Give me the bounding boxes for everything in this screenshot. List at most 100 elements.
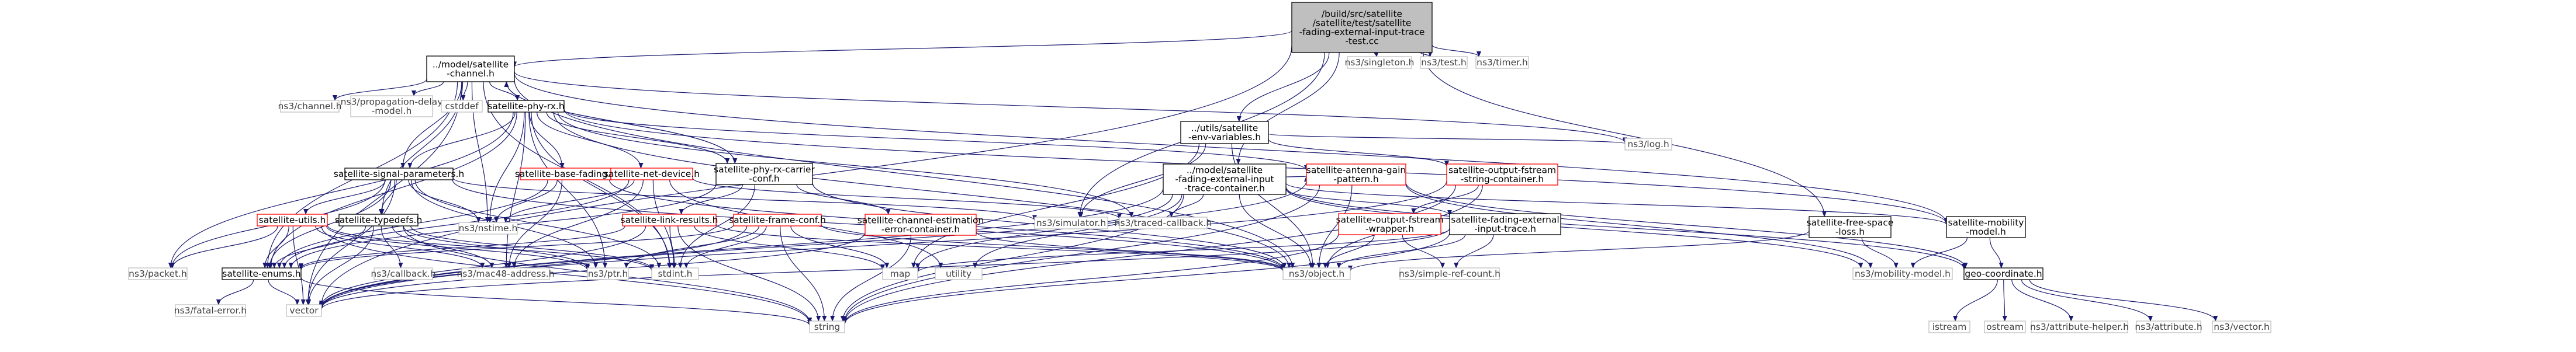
node-frameconf[interactable]: satellite-frame-conf.h (729, 214, 826, 226)
edge-channel-to-object (514, 79, 1295, 269)
node-label-mobmodel: satellite-mobility (1948, 217, 2024, 228)
node-geocoord[interactable]: geo-coordinate.h (1963, 267, 2043, 280)
node-label-fadingcont: -fading-external-input (1175, 174, 1274, 184)
edge-channel-to-ns3channel (333, 79, 427, 101)
node-log: ns3/log.h (1624, 138, 1672, 151)
node-netdevice[interactable]: satellite-net-device.h (604, 168, 700, 180)
node-box-root (1291, 2, 1433, 53)
node-label-simplerefcount: ns3/simple-ref-count.h (1399, 269, 1500, 279)
edge-fadingcont-to-map (915, 194, 1173, 270)
node-utils[interactable]: satellite-utils.h (257, 214, 328, 226)
node-antennagain[interactable]: satellite-antenna-gain-pattern.h (1306, 163, 1406, 186)
edge-fadingtrace-to-map (915, 228, 1450, 273)
edge-typedefs-to-callback (381, 225, 403, 269)
node-box-simulator (1034, 217, 1108, 229)
edge-sigparams-to-nstime (408, 179, 481, 223)
node-chanest[interactable]: satellite-channel-estimation-error-conta… (857, 214, 984, 236)
edge-fadingcont-to-geocoord (1285, 186, 1966, 270)
node-box-ostream (1984, 320, 2026, 333)
node-label-fadingcont: ../model/satellite (1187, 165, 1263, 176)
node-phyrx[interactable]: satellite-phy-rx.h (487, 100, 565, 113)
node-ofstreamcont[interactable]: satellite-output-fstream-string-containe… (1446, 163, 1558, 186)
edge-root-to-envvars (1236, 52, 1330, 122)
edge-channel-to-cstddef (461, 81, 468, 101)
node-fatalerror: ns3/fatal-error.h (174, 304, 247, 317)
node-label-phyrxcarrierconf: satellite-phy-rx-carrier (714, 164, 815, 175)
node-channel[interactable]: ../model/satellite-channel.h (426, 55, 515, 82)
node-label-chanest: -error-container.h (881, 224, 960, 235)
edge-ofstreamwrap-to-object (1323, 234, 1375, 269)
node-ofstreamwrap[interactable]: satellite-output-fstream-wrapper.h (1336, 213, 1444, 235)
node-label-phyrxcarrierconf: -conf.h (749, 173, 780, 184)
node-box-nstime (458, 222, 518, 235)
node-fadingtrace[interactable]: satellite-fading-external-input-trace.h (1449, 213, 1561, 235)
node-label-phyrx: satellite-phy-rx.h (487, 101, 564, 111)
edge-linkresults-to-string (677, 225, 821, 322)
edge-sigparams-to-simulator (452, 177, 1037, 221)
node-propdelay: ns3/propagation-delay-model.h (341, 95, 442, 117)
edge-envvars-to-ofstreamcont (1268, 139, 1449, 167)
edge-typedefs-to-stdint (410, 225, 654, 270)
node-label-channel: -channel.h (447, 68, 495, 79)
edge-channel-to-sigparams (400, 81, 462, 169)
edge-phyrxcarrierconf-to-linkresults (679, 184, 744, 215)
node-basefading[interactable]: satellite-base-fading.h (515, 168, 616, 180)
node-box-fadingcont (1163, 163, 1287, 195)
nodes-layer: /build/src/satellite/satellite/test/sate… (128, 2, 2271, 333)
node-phyrxcarrierconf[interactable]: satellite-phy-rx-carrier-conf.h (714, 163, 815, 185)
node-label-vector: vector (289, 305, 319, 316)
node-sigparams[interactable]: satellite-signal-parameters.h (334, 168, 464, 180)
node-freespace[interactable]: satellite-free-space-loss.h (1807, 216, 1894, 238)
edge-antennagain-to-string (842, 184, 1320, 323)
node-mobmodel[interactable]: satellite-mobility-model.h (1946, 216, 2026, 238)
node-box-propdelay (350, 95, 433, 117)
edge-utils-to-mac48 (315, 225, 485, 269)
edge-mobmodel-to-ns3mobility (1910, 237, 1968, 269)
edge-fadingcont-to-utility (973, 194, 1182, 269)
edge-root-to-freespace (1423, 52, 1827, 217)
node-attribute: ns3/attribute.h (2135, 320, 2202, 333)
node-box-callback (374, 267, 433, 280)
node-label-utils: satellite-utils.h (259, 215, 326, 225)
edge-root-to-timer (1432, 44, 1481, 57)
node-label-root: -fading-external-input-trace (1299, 27, 1425, 37)
edge-sigparams-to-vector (305, 179, 396, 305)
node-label-enums: satellite-enums.h (222, 269, 300, 279)
edge-phyrx-to-stdint (531, 111, 673, 269)
node-label-nstime: ns3/nstime.h (459, 223, 518, 233)
node-box-ns3channel (280, 100, 340, 113)
node-linkresults[interactable]: satellite-link-results.h (621, 214, 718, 226)
node-label-netdevice: satellite-net-device.h (604, 169, 700, 179)
edge-typedefs-to-vector (306, 225, 374, 305)
node-box-fadingtrace (1449, 213, 1561, 235)
edge-phyrx-to-phyrxcarrierconf (546, 111, 730, 164)
node-box-channel (426, 55, 515, 82)
node-label-freespace: satellite-free-space (1807, 217, 1894, 228)
edge-utils-to-packet (170, 225, 278, 269)
node-box-ns3vector (2212, 320, 2271, 333)
edge-chanest-to-string (830, 235, 912, 322)
node-label-singleton: ns3/singleton.h (1344, 57, 1414, 68)
node-box-geocoord (1963, 267, 2043, 280)
node-box-attribute (2136, 320, 2201, 333)
node-root[interactable]: /build/src/satellite/satellite/test/sate… (1291, 2, 1433, 53)
edge-frameconf-to-object (821, 224, 1285, 271)
edge-geocoord-to-attribute (2021, 279, 2153, 322)
edge-fadingcont-to-ns3mobility (1285, 187, 1863, 269)
node-utility: utility (935, 267, 983, 280)
node-box-enums (222, 267, 302, 280)
edge-ofstreamcont-to-vector (319, 180, 1447, 309)
node-fadingcont[interactable]: ../model/satellite-fading-external-input… (1163, 163, 1287, 195)
edge-sigparams-to-stdint (414, 179, 662, 269)
node-nstime: ns3/nstime.h (458, 222, 518, 235)
edge-root-to-singleton (1374, 51, 1379, 57)
node-envvars[interactable]: ../utils/satellite-env-variables.h (1180, 121, 1269, 144)
node-box-istream (1928, 320, 1970, 333)
edge-fadingcont-to-tracedcb (1169, 194, 1204, 218)
node-enums[interactable]: satellite-enums.h (222, 267, 302, 280)
node-simplerefcount: ns3/simple-ref-count.h (1399, 267, 1500, 280)
edge-basefading-to-nstime (494, 179, 558, 223)
node-typedefs[interactable]: satellite-typedefs.h (335, 214, 423, 226)
edge-sigparams-to-enums (267, 179, 392, 269)
node-tracedcb: ns3/traced-callback.h (1115, 217, 1212, 229)
